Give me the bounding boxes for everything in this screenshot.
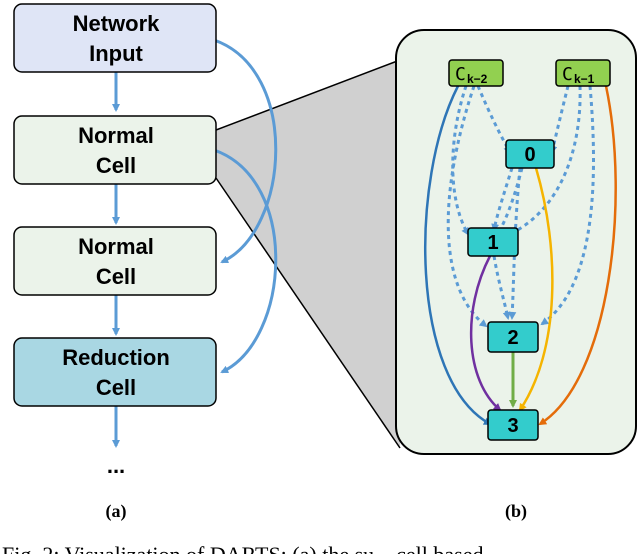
cell-line1: Normal (78, 234, 154, 259)
cell-network-input: Network Input (13, 3, 217, 73)
cell-line1: Reduction (62, 345, 170, 370)
cell-normal-1: Normal Cell (13, 115, 217, 185)
continuation-dots: ... (107, 453, 125, 478)
cell-reduction: Reduction Cell (13, 337, 217, 407)
input-node-sub: k−2 (467, 72, 488, 86)
edge-ck2-to-3 (424, 85, 492, 426)
caption-a: (a) (106, 501, 127, 522)
cell-line2: Cell (96, 375, 136, 400)
node-label: 0 (524, 144, 535, 166)
node-2: 2 (487, 321, 539, 353)
skip-arrows (213, 38, 278, 374)
cell-normal-2: Normal Cell (13, 226, 217, 296)
node-1: 1 (467, 227, 519, 257)
input-node-sub: k−1 (574, 72, 595, 86)
caption-b: (b) (505, 501, 527, 522)
cell-line2: Input (89, 41, 143, 66)
node-label: 2 (507, 327, 518, 349)
input-node-ck2: C k−2 (448, 59, 504, 87)
input-node-main: C (455, 64, 466, 85)
zoom-line-bottom (215, 177, 401, 449)
edge-1-to-3 (469, 255, 502, 412)
zoom-line-top (215, 59, 401, 131)
cell-line1: Network (73, 11, 161, 36)
cell-line2: Cell (96, 264, 136, 289)
node-3: 3 (487, 409, 539, 441)
node-0: 0 (505, 139, 555, 169)
edge-ck1-to-3 (538, 85, 617, 426)
cell-line1: Normal (78, 123, 154, 148)
input-node-ck1: C k−1 (555, 59, 611, 87)
node-label: 1 (487, 232, 498, 254)
cell-line2: Cell (96, 153, 136, 178)
zoom-wedge (216, 60, 400, 448)
node-label: 3 (507, 415, 518, 437)
edge-0-to-3 (518, 167, 554, 412)
figure-caption: Fig. 2: Visualization of DARTS: (a) the … (2, 542, 484, 554)
input-node-main: C (562, 64, 573, 85)
